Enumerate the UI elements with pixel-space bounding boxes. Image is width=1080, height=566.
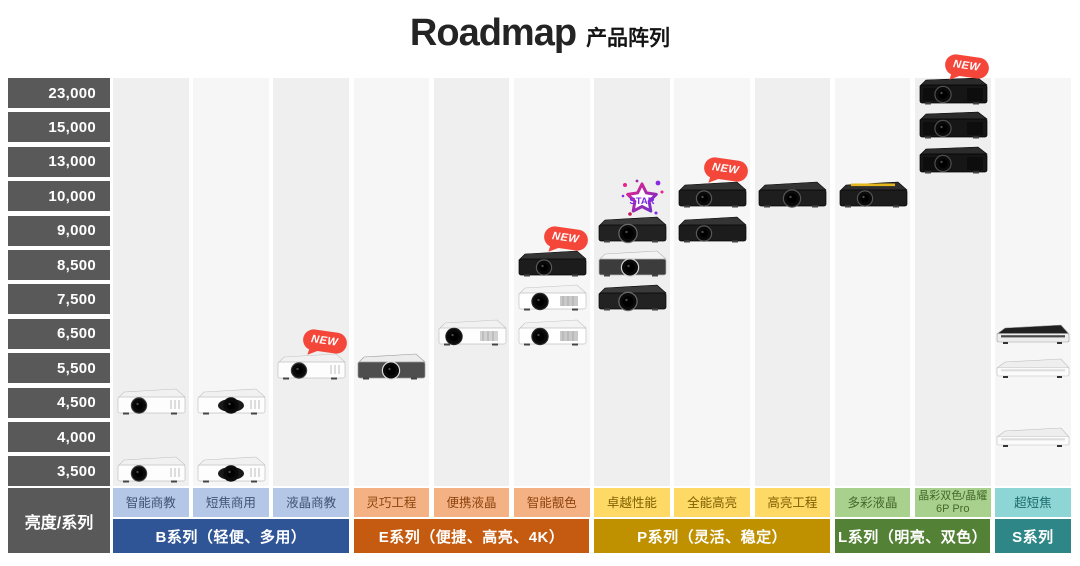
projector-ust-white — [995, 420, 1071, 454]
title-main: Roadmap — [409, 12, 577, 54]
series-band-E: E系列（便捷、高亮、4K） — [353, 519, 590, 553]
new-badge: NEW — [943, 53, 991, 80]
projector-white: NEW — [273, 328, 349, 385]
projector-gray-front — [353, 351, 429, 385]
column-stripe — [433, 78, 510, 486]
projector-white-box — [514, 282, 590, 316]
column-label: 晶彩双色/晶耀6P Pro — [915, 488, 991, 517]
column-label: 智能靓色 — [514, 488, 590, 517]
column-label: 智能商教 — [113, 488, 189, 517]
column-label: 多彩液晶 — [834, 488, 911, 517]
series-band-P: P系列（灵活、稳定） — [594, 519, 831, 553]
brightness-axis-row: 23,000 — [8, 78, 110, 108]
brightness-axis-row: 6,500 — [8, 318, 110, 349]
brightness-axis-row: 4,000 — [8, 422, 110, 452]
brightness-axis-row: 8,500 — [8, 250, 110, 280]
series-band-S: S系列 — [995, 519, 1071, 553]
column-label: 卓越性能 — [594, 488, 670, 517]
projector-white-st — [193, 386, 269, 420]
column-label: 短焦商用 — [193, 488, 269, 517]
projector-ust-white — [995, 351, 1071, 385]
column-label: 超短焦 — [995, 488, 1071, 517]
brightness-axis-row: 4,500 — [8, 387, 110, 418]
projector-white-st — [193, 454, 269, 488]
series-band-L: L系列（明亮、双色） — [834, 519, 991, 553]
projector-white — [113, 454, 189, 488]
projector-white-front-dark — [594, 248, 670, 282]
brightness-axis-row: 7,500 — [8, 284, 110, 315]
series-band-B: B系列（轻便、多用） — [113, 519, 349, 553]
projector-black-cube: NEW — [915, 53, 991, 110]
projector-black-pro: STAR — [594, 179, 670, 248]
projector-black-yellow — [835, 179, 911, 213]
axis-corner-label: 亮度/系列 — [8, 488, 110, 553]
projector-black — [674, 214, 750, 248]
brightness-axis-row: 9,000 — [8, 215, 110, 246]
projector-white-pro — [434, 317, 510, 351]
brightness-axis-row: 3,500 — [8, 456, 110, 487]
column-stripe — [834, 78, 911, 486]
column-label: 液晶商教 — [273, 488, 349, 517]
column-stripe — [193, 78, 269, 486]
projector-white-box — [514, 317, 590, 351]
projector-black: NEW — [514, 225, 590, 282]
projector-ust-dark — [995, 317, 1071, 351]
svg-text:STAR: STAR — [629, 196, 654, 207]
brightness-axis-row: 15,000 — [8, 112, 110, 143]
column-label: 灵巧工程 — [353, 488, 430, 517]
projector-black-wide — [754, 179, 830, 213]
column-stripe — [353, 78, 430, 486]
column-label: 便携液晶 — [433, 488, 510, 517]
projector-black-cube — [915, 110, 991, 144]
column-stripe — [754, 78, 831, 486]
page-title: Roadmap 产品阵列 — [0, 12, 1080, 55]
projector-white — [113, 386, 189, 420]
title-sub: 产品阵列 — [586, 27, 671, 50]
projector-black-pro — [594, 282, 670, 316]
column-label: 全能高亮 — [674, 488, 750, 517]
column-stripe — [674, 78, 750, 486]
star-badge: STAR — [621, 179, 664, 216]
column-stripe — [113, 78, 189, 486]
column-stripe — [915, 78, 991, 486]
brightness-axis-row: 10,000 — [8, 181, 110, 212]
column-stripe — [273, 78, 349, 486]
column-stripe — [995, 78, 1071, 486]
brightness-axis-row: 5,500 — [8, 353, 110, 384]
column-label: 高亮工程 — [754, 488, 831, 517]
column-stripe — [514, 78, 590, 486]
projector-black-cube — [915, 145, 991, 179]
column-stripe — [594, 78, 670, 486]
brightness-axis-row: 13,000 — [8, 146, 110, 177]
projector-black: NEW — [674, 156, 750, 213]
